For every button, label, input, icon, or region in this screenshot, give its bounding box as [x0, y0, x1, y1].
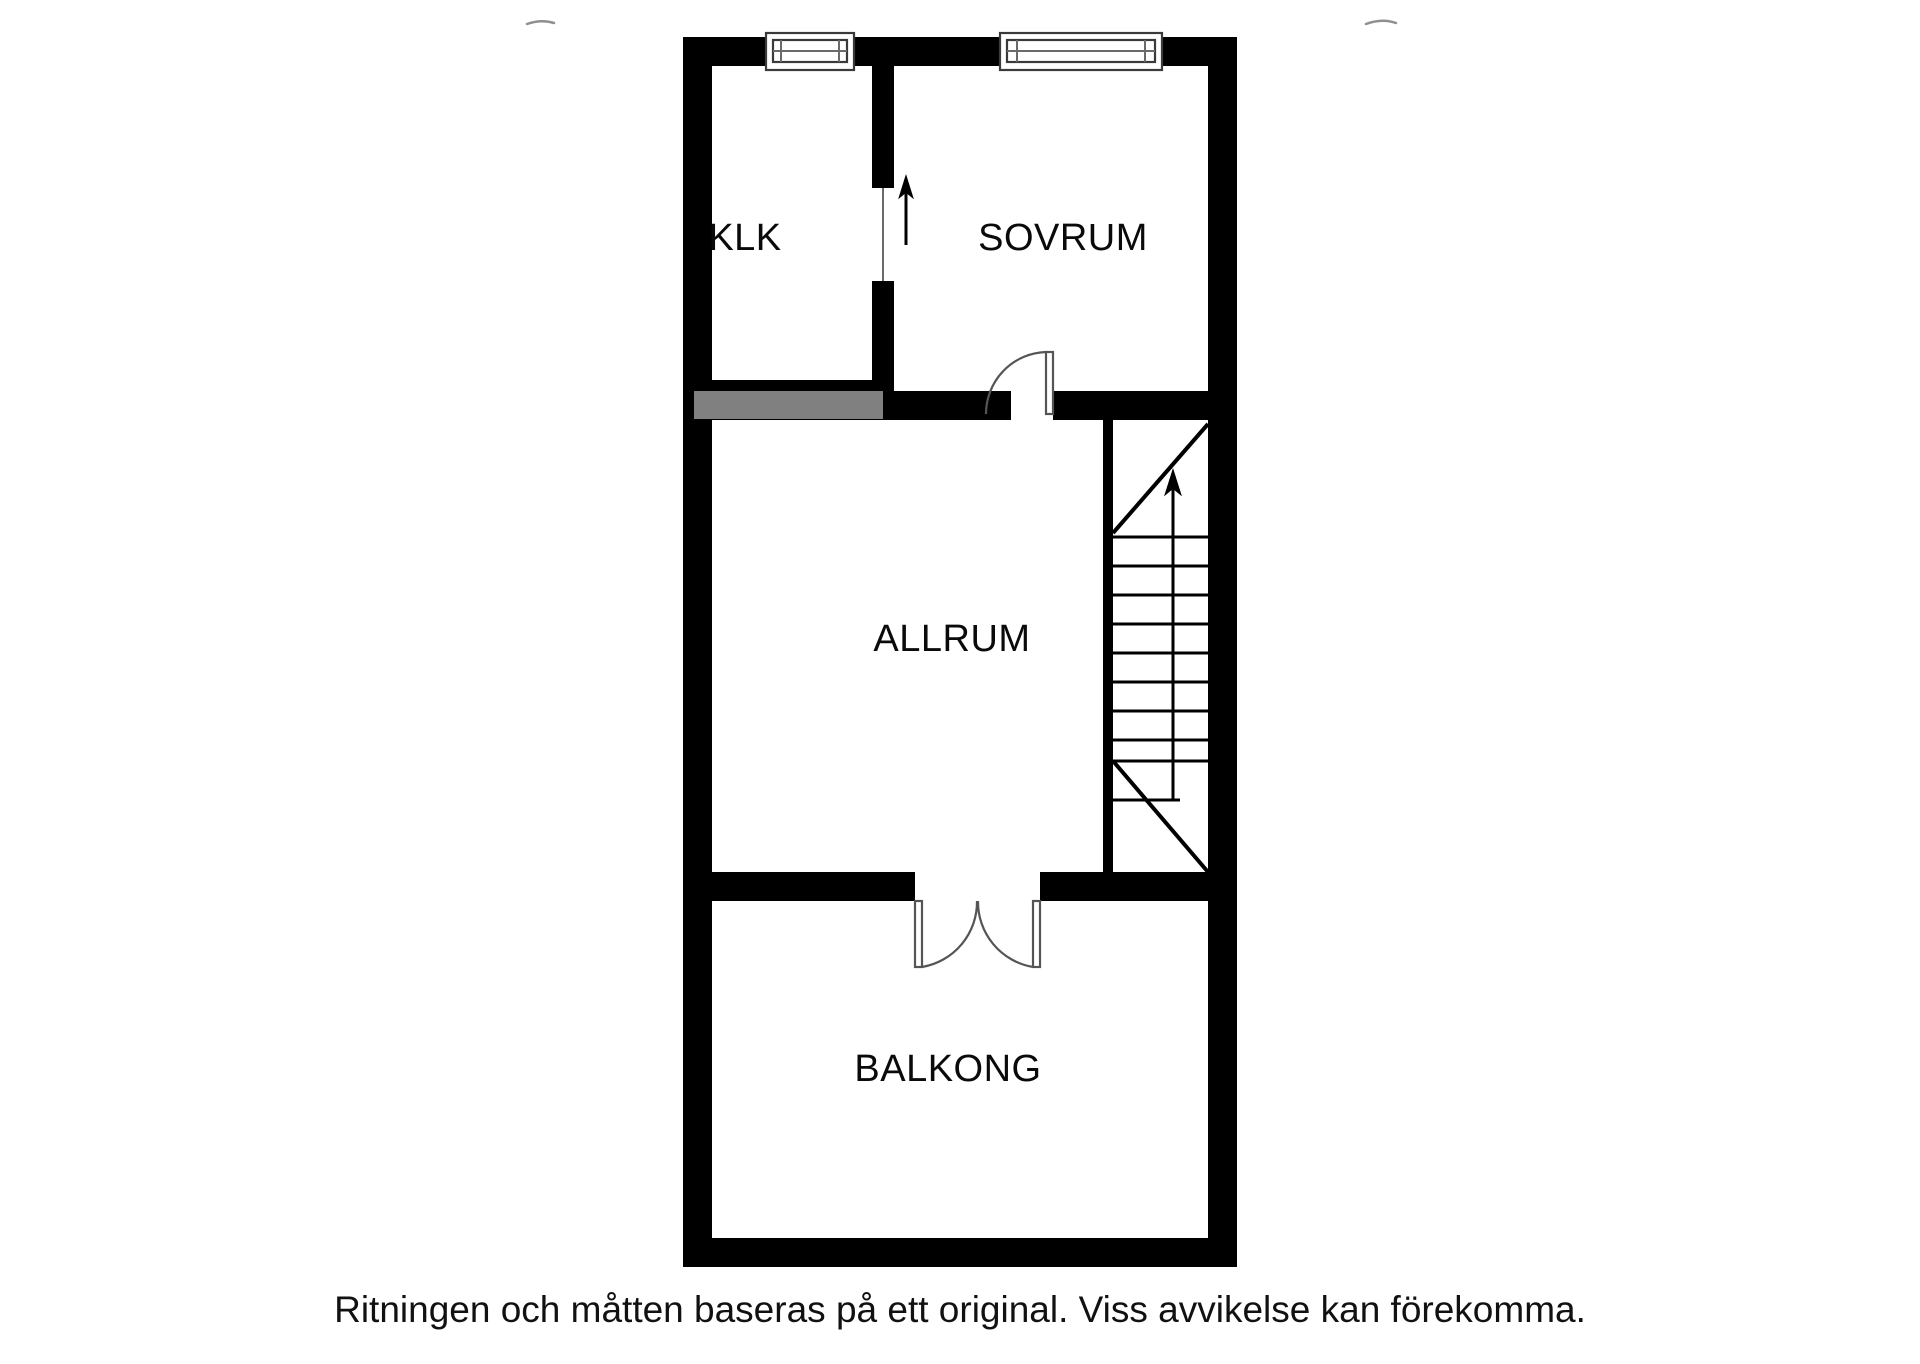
- scan-artifact-right: [1364, 19, 1398, 26]
- room-label-allrum: ALLRUM: [873, 618, 1030, 660]
- threshold-klk: [694, 391, 883, 419]
- room-label-balkong: BALKONG: [854, 1048, 1041, 1090]
- wall-balkong-north-right: [1040, 872, 1237, 901]
- window-sovrum: [998, 31, 1164, 72]
- door-balcony: [913, 899, 1042, 969]
- outer-walls: [683, 37, 1237, 1267]
- opening-klk-sovrum: [882, 173, 914, 281]
- staircase: [1111, 422, 1210, 874]
- wall-stair-west: [1103, 420, 1113, 872]
- interior-walls: [683, 66, 1237, 901]
- room-label-sovrum: SOVRUM: [978, 217, 1148, 259]
- wall-klk-sovrum-upper: [872, 66, 894, 188]
- wall-east: [1208, 37, 1237, 1267]
- stair-direction-arrow: [1164, 468, 1182, 600]
- wall-klk-south-inner: [694, 380, 883, 391]
- wall-balkong-north-left: [683, 872, 915, 901]
- door-sovrum: [984, 350, 1055, 416]
- wall-allrum-north-right: [1053, 391, 1237, 420]
- direction-arrow-klk-sovrum: [898, 173, 914, 245]
- window-klk: [764, 31, 856, 72]
- wall-west: [683, 37, 712, 1267]
- wall-klk-sovrum-lower: [872, 281, 894, 391]
- wall-south: [683, 1238, 1237, 1267]
- disclaimer-text: Ritningen och måtten baseras på ett orig…: [334, 1289, 1586, 1330]
- room-label-klk: KLK: [708, 217, 781, 259]
- scan-artifact-left: [525, 20, 556, 26]
